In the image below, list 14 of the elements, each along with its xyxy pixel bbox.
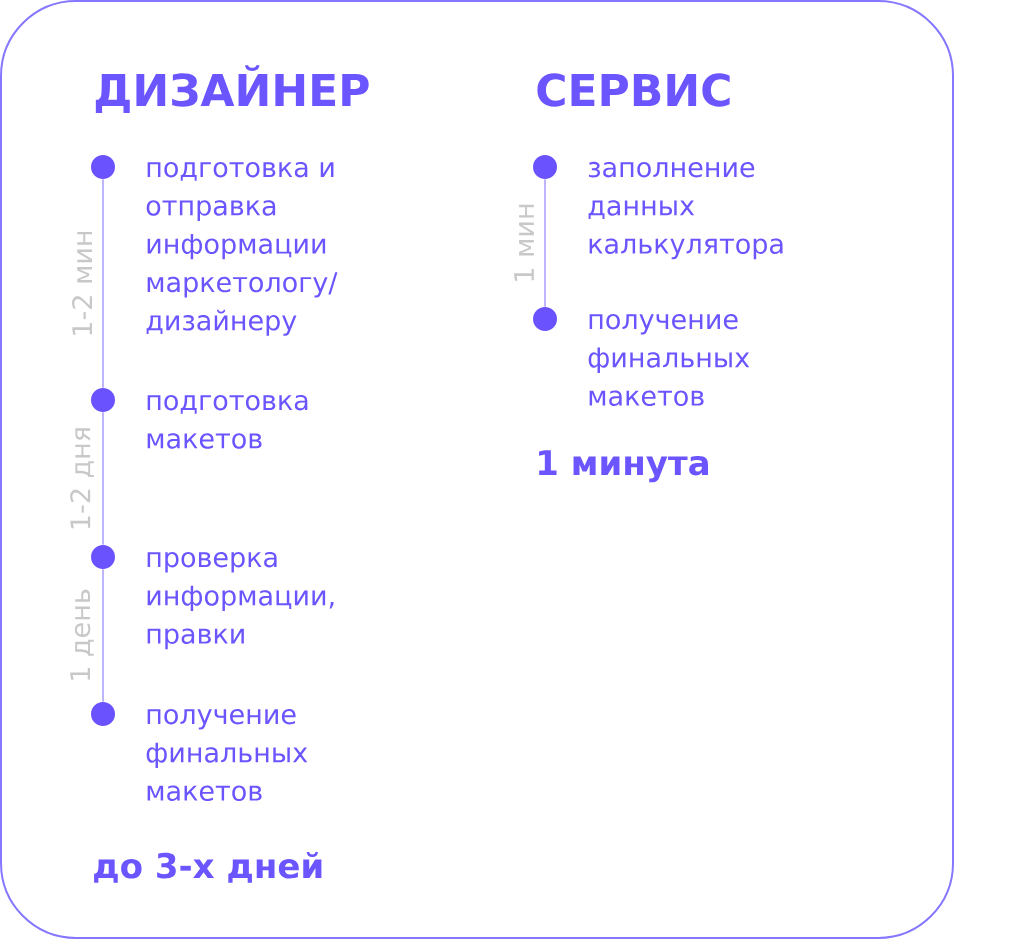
step-text: заполнение данных калькулятора	[588, 161, 783, 260]
timeline-line	[102, 178, 104, 389]
step-text: получение финальных макетов	[146, 708, 308, 801]
total-time: до 3-х дней	[94, 852, 322, 883]
timeline-line	[102, 411, 104, 546]
step-text: подготовка макетов	[147, 394, 308, 449]
step-text: подготовка и отправка информации маркетологу/дизайнеру	[146, 161, 338, 336]
timeline-line	[544, 178, 546, 308]
step-text: получение финальных макетов	[588, 313, 750, 406]
total-time: 1 минута	[539, 450, 708, 483]
column-heading: СЕРВИС	[537, 73, 730, 107]
step-text: проверка информации, правки	[147, 551, 334, 650]
column-heading: ДИЗАЙНЕР	[95, 65, 369, 113]
timeline-line	[102, 568, 104, 703]
